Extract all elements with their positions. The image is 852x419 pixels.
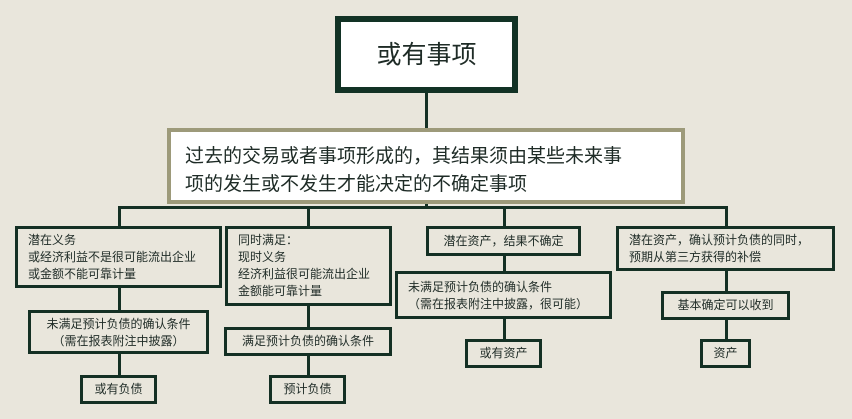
condition-line: 或经济利益不是很可能流出企业 <box>28 250 197 264</box>
connector <box>307 354 310 376</box>
reimbursement-criteria: 基本确定可以收到 <box>661 291 790 320</box>
condition-line: 潜在义务 <box>28 233 77 247</box>
condition-line: 潜在资产，确认预计负债的同时， <box>629 233 810 247</box>
result-label: 资产 <box>713 346 738 360</box>
condition-line: 现时义务 <box>238 250 287 264</box>
definition-node: 过去的交易或者事项形成的，其结果须由某些未来事 项的发生或不发生才能决定的不确定… <box>167 128 685 204</box>
provision-criteria: 满足预计负债的确认条件 <box>224 327 392 356</box>
reimbursement-condition: 潜在资产，确认预计负债的同时， 预期从第三方获得的补偿 <box>616 226 835 271</box>
condition-line: 或金额不能可靠计量 <box>28 267 137 281</box>
criteria-line: 基本确定可以收到 <box>677 298 774 312</box>
reimbursement-result: 资产 <box>700 339 751 368</box>
connector <box>725 270 728 292</box>
criteria-line: （需在报表附注中披露，很可能） <box>408 297 589 311</box>
connector <box>503 206 506 228</box>
connector <box>307 206 310 228</box>
provision-result: 预计负债 <box>269 375 346 404</box>
connector <box>503 318 506 340</box>
contingent-liability-criteria: 未满足预计负债的确认条件 （需在报表附注中披露） <box>28 310 209 354</box>
result-label: 或有资产 <box>479 346 528 360</box>
condition-line: 预期从第三方获得的补偿 <box>629 250 762 264</box>
connector <box>307 305 310 329</box>
contingent-asset-result: 或有资产 <box>465 339 542 368</box>
criteria-line: 满足预计负债的确认条件 <box>241 334 374 348</box>
connector <box>118 288 121 310</box>
provision-condition: 同时满足： 现时义务 经济利益很可能流出企业 金额能可靠计量 <box>225 226 392 306</box>
contingent-liability-condition: 潜在义务 或经济利益不是很可能流出企业 或金额不能可靠计量 <box>15 226 222 288</box>
condition-line: 金额能可靠计量 <box>238 284 323 298</box>
condition-line: 经济利益很可能流出企业 <box>238 267 371 281</box>
connector <box>503 255 506 272</box>
definition-line: 项的发生或不发生才能决定的不确定事项 <box>185 173 528 195</box>
contingent-asset-condition: 潜在资产，结果不确定 <box>426 226 581 256</box>
definition-line: 过去的交易或者事项形成的，其结果须由某些未来事 <box>185 145 623 167</box>
connector <box>725 317 728 340</box>
result-label: 预计负债 <box>283 382 332 396</box>
contingent-liability-result: 或有负债 <box>80 375 157 404</box>
connector <box>118 206 121 228</box>
criteria-line: 未满足预计负债的确认条件 <box>408 280 553 294</box>
contingent-asset-criteria: 未满足预计负债的确认条件 （需在报表附注中披露，很可能） <box>395 271 612 319</box>
result-label: 或有负债 <box>94 382 143 396</box>
root-label: 或有事项 <box>376 40 477 69</box>
connector <box>725 206 728 228</box>
condition-line: 潜在资产，结果不确定 <box>443 234 564 248</box>
root-node: 或有事项 <box>335 16 518 93</box>
connector <box>118 206 728 209</box>
condition-line: 同时满足： <box>238 233 299 247</box>
connector <box>118 352 121 376</box>
criteria-line: （需在报表附注中披露） <box>52 334 185 348</box>
criteria-line: 未满足预计负债的确认条件 <box>46 317 191 331</box>
connector <box>425 93 428 128</box>
